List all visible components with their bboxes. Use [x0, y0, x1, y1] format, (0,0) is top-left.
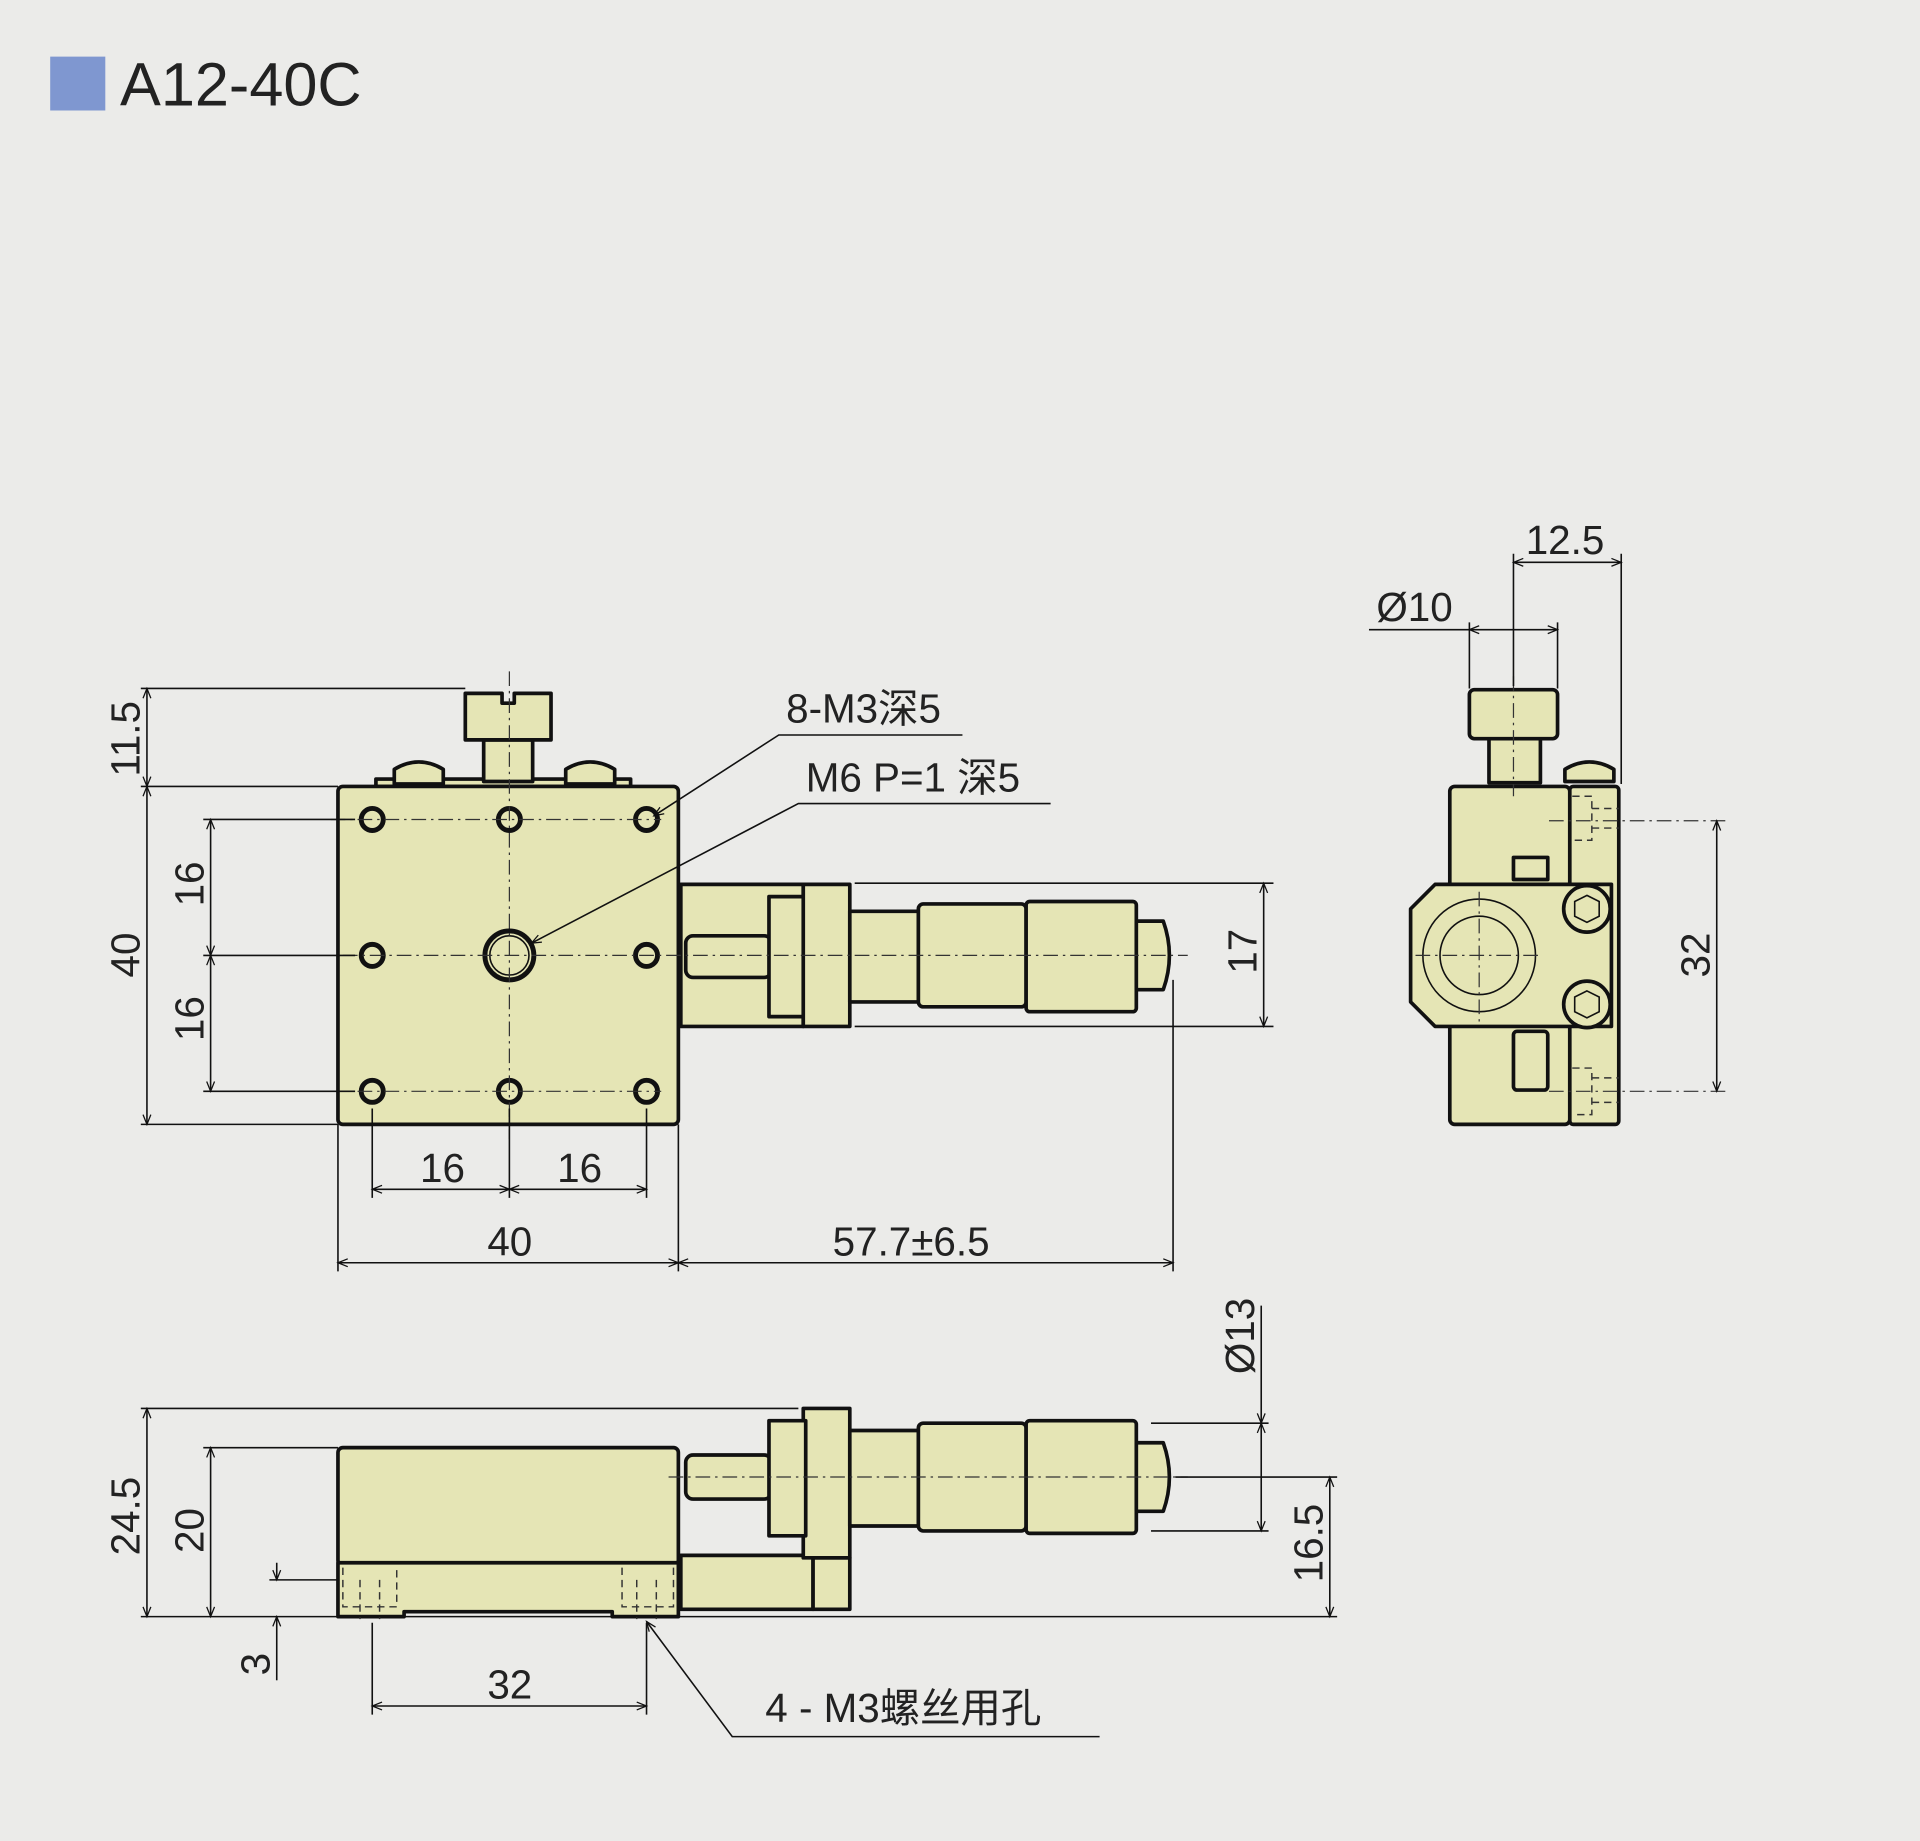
dim-width: 40: [487, 1218, 532, 1264]
front-view-dimensions: 24.5 20 3 32 Ø13 16.5 4 - M3螺丝用孔: [103, 1298, 1338, 1738]
dim-pitch-h1: 16: [420, 1145, 465, 1191]
dim-screw-height: 11.5: [103, 701, 149, 777]
front-view: [336, 1406, 1188, 1620]
dim-pitch-v1: 16: [166, 861, 212, 906]
top-view: [330, 671, 1188, 1140]
page-title: A12-40C: [120, 51, 362, 119]
dim-micrometer-height: 17: [1219, 929, 1265, 974]
title-marker: [50, 56, 106, 111]
side-view-dimensions: 12.5 Ø10 32: [1368, 517, 1722, 1094]
callout-tapped-holes: 8-M3深5: [786, 686, 941, 732]
callout-mount-holes: 4 - M3螺丝用孔: [765, 1685, 1041, 1731]
dim-hole-pitch: 32: [1672, 933, 1718, 978]
dim-hole-pitch: 32: [487, 1662, 532, 1708]
dim-pitch-v2: 16: [166, 996, 212, 1041]
dim-diameter: Ø10: [1376, 584, 1452, 630]
dim-offset: 12.5: [1526, 517, 1605, 563]
dim-thimble-diameter: Ø13: [1217, 1298, 1263, 1374]
dim-base-step: 3: [232, 1653, 278, 1675]
dim-body-height: 20: [166, 1508, 212, 1553]
top-view-dimensions: 11.5 40 16 16 16 16 40 57.7±6.5 17 8-M3深…: [103, 686, 1274, 1272]
side-view: [1408, 676, 1727, 1127]
dim-axis-height: 16.5: [1285, 1504, 1331, 1583]
dim-height: 40: [103, 933, 149, 978]
callout-center-hole: M6 P=1 深5: [806, 754, 1020, 800]
dim-pitch-h2: 16: [557, 1145, 602, 1191]
dim-micrometer-length: 57.7±6.5: [833, 1218, 990, 1264]
dim-total-height: 24.5: [103, 1477, 149, 1556]
